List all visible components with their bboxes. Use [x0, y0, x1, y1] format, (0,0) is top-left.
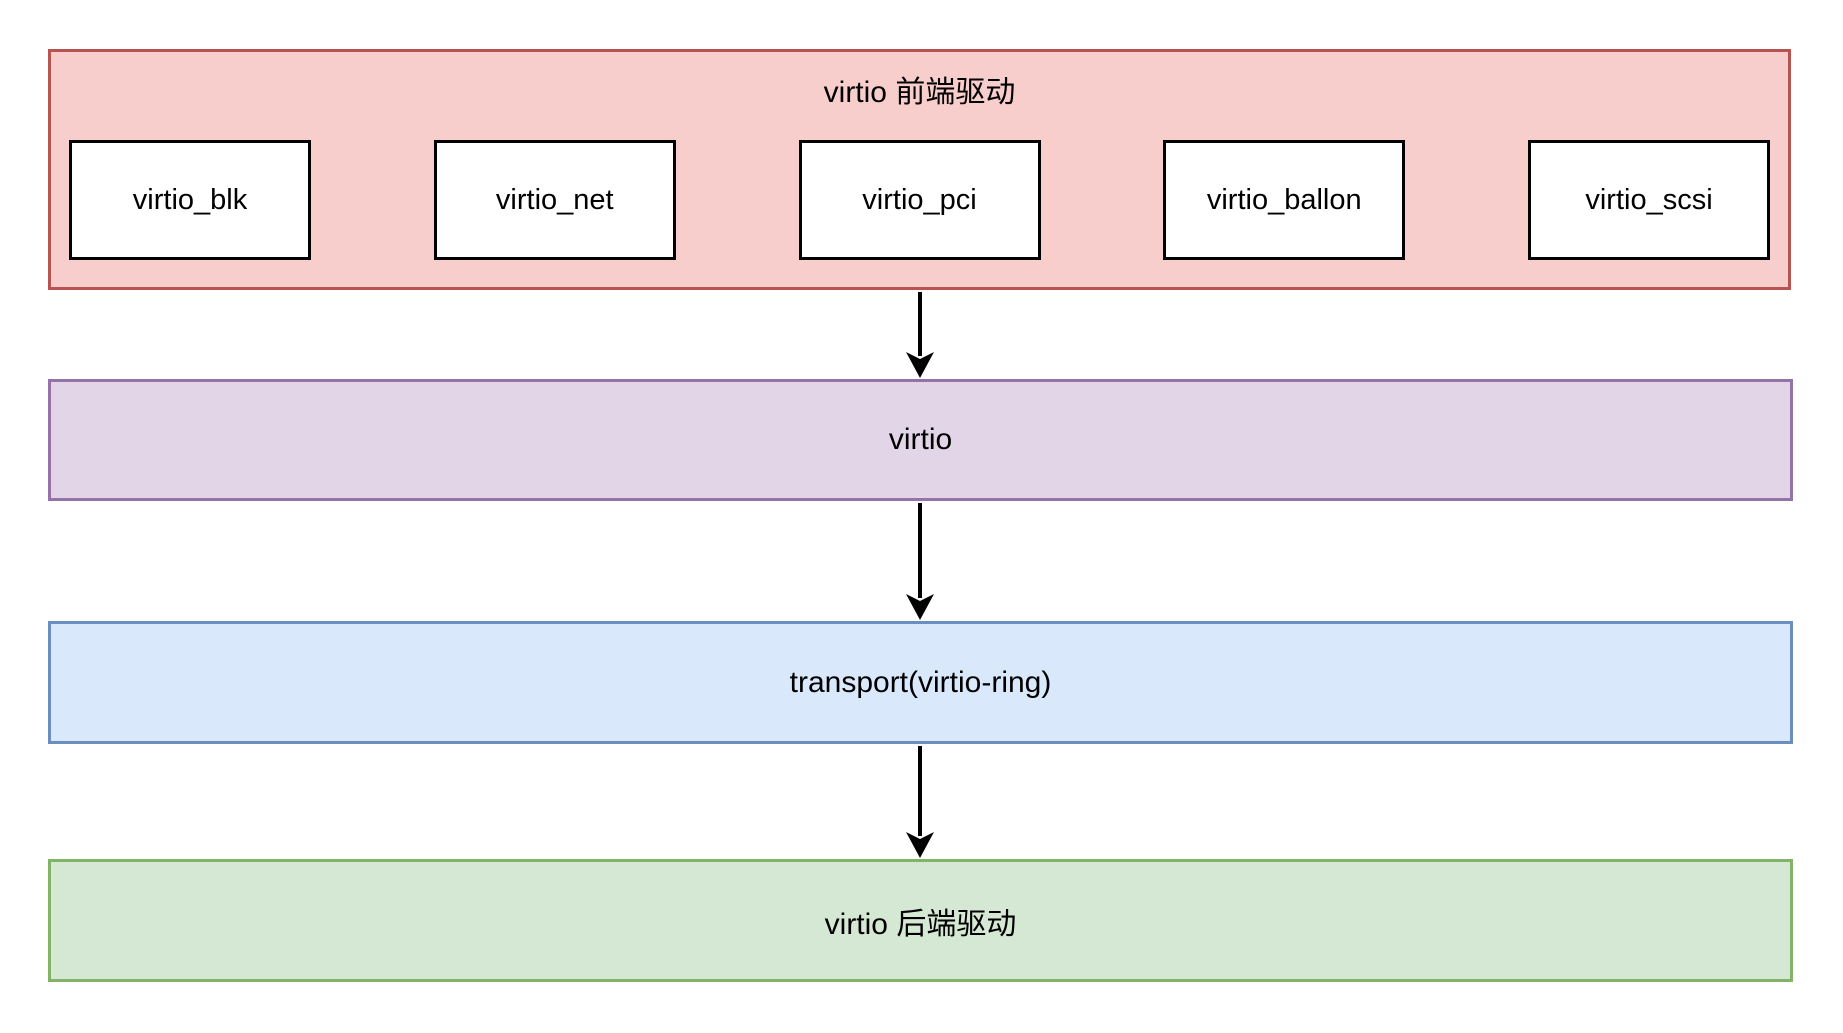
arrow-virtio-to-transport-icon	[898, 503, 942, 620]
frontend-modules-row: virtio_blk virtio_net virtio_pci virtio_…	[69, 140, 1770, 260]
layer-virtio: virtio	[48, 379, 1793, 501]
module-box-virtio-ballon: virtio_ballon	[1163, 140, 1406, 260]
module-box-virtio-net: virtio_net	[433, 140, 676, 260]
frontend-driver-group: virtio 前端驱动 virtio_blk virtio_net virtio…	[48, 49, 1791, 290]
frontend-group-title: virtio 前端驱动	[823, 76, 1016, 109]
layer-transport-virtio-ring: transport(virtio-ring)	[48, 621, 1793, 744]
module-box-virtio-blk: virtio_blk	[69, 140, 311, 260]
module-box-virtio-pci: virtio_pci	[798, 140, 1041, 260]
arrow-transport-to-backend-icon	[898, 746, 942, 858]
arrow-frontend-to-virtio-icon	[898, 292, 942, 378]
module-box-virtio-scsi: virtio_scsi	[1528, 140, 1770, 260]
layer-backend-driver: virtio 后端驱动	[48, 859, 1793, 982]
